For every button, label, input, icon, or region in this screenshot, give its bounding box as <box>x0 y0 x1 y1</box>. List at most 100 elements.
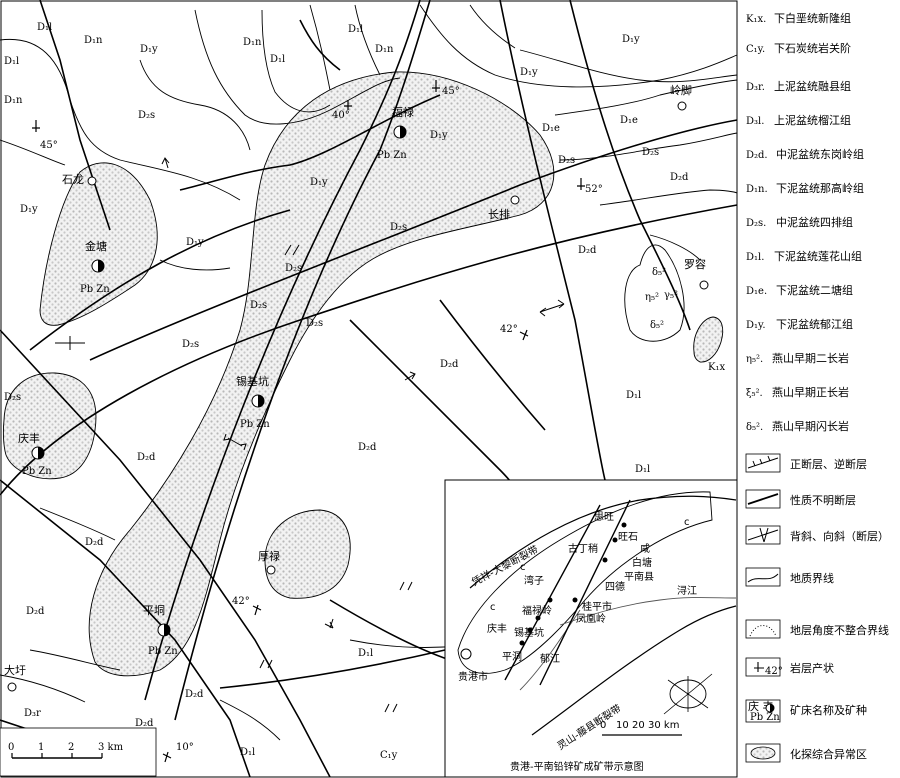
svg-text:Pb Zn: Pb Zn <box>80 284 110 295</box>
svg-text:背斜、向斜（断层）: 背斜、向斜（断层） <box>790 529 889 543</box>
unit-label: D₁l <box>626 390 641 401</box>
unit-label: D₂d <box>26 606 45 617</box>
svg-text:20: 20 <box>632 720 645 731</box>
legend-item: 42° 岩层产状 <box>745 657 834 677</box>
legend-item: D₂d. 中泥盆统东岗岭组 <box>746 147 864 161</box>
attitude-labels: 45° 40° 45° 52° 42° 42° 10° <box>40 86 603 753</box>
svg-text:地质界线: 地质界线 <box>790 571 834 585</box>
svg-text:岩层产状: 岩层产状 <box>790 661 834 675</box>
legend-item: D₃l. 上泥盆统榴江组 <box>746 113 851 127</box>
unit-label: D₁y <box>20 204 38 215</box>
svg-text:3 km: 3 km <box>98 742 124 753</box>
unit-label: D₁n <box>4 95 23 106</box>
svg-text:δ₅²: δ₅² <box>652 267 666 278</box>
svg-text:长排: 长排 <box>488 207 510 221</box>
unit-label: D₂d <box>670 172 689 183</box>
svg-text:下泥盆统二塘组: 下泥盆统二塘组 <box>776 283 853 297</box>
svg-text:庆丰: 庆丰 <box>487 622 507 635</box>
unit-labels: D₁l D₁n D₁y D₁l D₁n D₁l D₁l D₁n D₁y D₁y … <box>4 22 725 761</box>
svg-text:10°: 10° <box>176 742 194 753</box>
svg-text:45°: 45° <box>40 140 58 151</box>
svg-text:D₂s.: D₂s. <box>746 218 766 229</box>
unit-label: D₂d <box>85 537 104 548</box>
legend-item: D₁n. 下泥盆统那高岭组 <box>746 181 864 195</box>
unit-label: D₁y <box>622 34 640 45</box>
svg-text:平洞: 平洞 <box>502 651 522 663</box>
unit-label: D₁y <box>520 67 538 78</box>
unit-label: D₂s <box>285 263 302 274</box>
unit-label: D₁l <box>358 648 373 659</box>
deposit-xituokeng: 锡基坑 Pb Zn <box>236 374 270 430</box>
legend-item: D₁e. 下泥盆统二塘组 <box>746 283 853 297</box>
svg-text:福禄: 福禄 <box>392 105 414 119</box>
svg-text:下白垩统新隆组: 下白垩统新隆组 <box>774 11 851 25</box>
place-markers: 石龙 岭脚 长排 罗容 厚禄 大圩 <box>4 83 709 692</box>
svg-text:D₁l.: D₁l. <box>746 252 764 263</box>
unit-label: D₂s <box>182 339 199 350</box>
svg-text:锡基坑: 锡基坑 <box>514 626 544 639</box>
map-frame <box>0 0 738 778</box>
unit-label: D₁l <box>348 24 363 35</box>
svg-text:42°: 42° <box>500 324 518 335</box>
svg-text:Pb Zn: Pb Zn <box>240 419 270 430</box>
inset-map: 凭祥-大黎断裂带 灵山-藤县断裂带 思旺 旺石 古丁稍 咸 白塘 平南县 四德 … <box>444 479 738 778</box>
svg-text:燕山早期二长岩: 燕山早期二长岩 <box>772 351 849 365</box>
svg-text:η₅².: η₅². <box>746 354 763 365</box>
svg-text:ξ₅².: ξ₅². <box>746 388 763 399</box>
anomaly-qingfeng <box>2 372 97 480</box>
svg-text:平垌: 平垌 <box>143 603 165 617</box>
unit-label: D₁y <box>430 130 448 141</box>
svg-text:性质不明断层: 性质不明断层 <box>790 493 856 507</box>
svg-text:30 km: 30 km <box>648 720 679 731</box>
legend-item: η₅². 燕山早期二长岩 <box>746 351 849 365</box>
svg-text:Pb Zn: Pb Zn <box>148 646 178 657</box>
anomaly-areas <box>2 71 724 677</box>
deposit-fulu: 福禄 Pb Zn <box>377 105 414 161</box>
svg-text:白塘: 白塘 <box>632 556 652 569</box>
unit-label: D₂s <box>642 147 659 158</box>
svg-text:η₅²: η₅² <box>645 292 659 303</box>
intrusive-labels: δ₅² η₅² γ₅² δ₅² <box>645 267 678 331</box>
unit-label: D₁l <box>4 56 19 67</box>
svg-text:下泥盆统莲花山组: 下泥盆统莲花山组 <box>774 249 862 263</box>
svg-text:D₃l.: D₃l. <box>746 116 764 127</box>
svg-text:2: 2 <box>68 742 74 753</box>
svg-text:δ₅²: δ₅² <box>650 320 664 331</box>
anomaly-main <box>88 71 555 677</box>
svg-text:D₁n.: D₁n. <box>746 184 768 195</box>
svg-text:D₃r.: D₃r. <box>746 82 765 93</box>
svg-text:思旺: 思旺 <box>594 511 614 523</box>
svg-text:c: c <box>520 562 526 573</box>
unit-label: D₂d <box>578 245 597 256</box>
unit-label: D₂s <box>250 300 267 311</box>
svg-text:D₂d.: D₂d. <box>746 150 768 161</box>
unit-label: K₁x <box>708 362 725 373</box>
svg-text:矿床名称及矿种: 矿床名称及矿种 <box>790 703 867 717</box>
unit-label: D₁n <box>375 44 394 55</box>
legend: K₁x. 下白垩统新隆组 C₁y. 下石炭统岩关阶 D₃r. 上泥盆统融县组 D… <box>745 11 889 763</box>
deposit-markers: 福禄 Pb Zn 金塘 Pb Zn 锡基坑 Pb Zn 庆丰 Pb Zn 平垌 <box>18 105 414 657</box>
anomaly-jintang <box>39 162 158 326</box>
unit-label: D₂d <box>185 689 204 700</box>
unit-label: D₁e <box>542 123 560 134</box>
svg-text:上泥盆统融县组: 上泥盆统融县组 <box>774 79 851 93</box>
anomaly-k1x <box>693 316 724 363</box>
attitude-symbols <box>32 80 585 763</box>
svg-text:厚禄: 厚禄 <box>258 549 280 563</box>
svg-text:中泥盆统四排组: 中泥盆统四排组 <box>776 215 853 229</box>
svg-text:桂平市: 桂平市 <box>582 600 612 613</box>
svg-text:45°: 45° <box>442 86 460 97</box>
svg-text:湾子: 湾子 <box>524 574 544 587</box>
svg-text:上泥盆统榴江组: 上泥盆统榴江组 <box>774 113 851 127</box>
svg-text:10: 10 <box>616 720 629 731</box>
svg-text:δ₅².: δ₅². <box>746 422 763 433</box>
unit-label: D₂s <box>4 392 21 403</box>
svg-text:c: c <box>684 517 690 528</box>
unit-label: D₂d <box>440 359 459 370</box>
legend-item: D₂s. 中泥盆统四排组 <box>746 215 853 229</box>
legend-item: C₁y. 下石炭统岩关阶 <box>746 41 851 55</box>
unit-label: D₁n <box>243 37 262 48</box>
unit-label: D₂d <box>137 452 156 463</box>
svg-text:大圩: 大圩 <box>4 663 26 677</box>
